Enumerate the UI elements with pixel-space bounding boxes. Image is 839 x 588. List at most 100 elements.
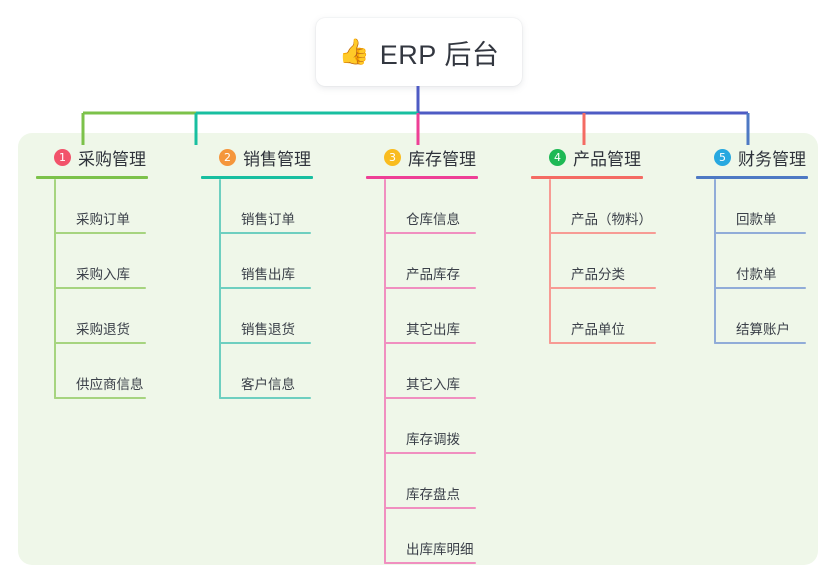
- leaf-item-label: 出库库明细: [406, 542, 474, 557]
- column-title-label: 产品管理: [573, 149, 641, 169]
- leaf-item-label: 供应商信息: [76, 377, 144, 392]
- leaf-item-label: 销售退货: [241, 322, 295, 337]
- leaf-item-rule: [219, 287, 311, 289]
- column-spine: [549, 179, 551, 344]
- mindmap-leaf-item[interactable]: 回款单: [714, 179, 808, 234]
- mindmap-leaf-item[interactable]: 产品分类: [549, 234, 656, 289]
- column-title-label: 销售管理: [243, 149, 311, 169]
- leaf-item-rule: [219, 342, 311, 344]
- leaf-item-rule: [549, 287, 656, 289]
- column-header-rule: [531, 176, 643, 179]
- mindmap-leaf-item[interactable]: 销售出库: [219, 234, 313, 289]
- leaf-item-rule: [54, 287, 146, 289]
- leaf-item-label: 其它出库: [406, 322, 460, 337]
- leaf-item-label: 客户信息: [241, 377, 295, 392]
- column-items-2: 销售订单销售出库销售退货客户信息: [219, 179, 313, 399]
- column-header-3[interactable]: 3 库存管理: [366, 145, 478, 169]
- leaf-item-rule: [384, 452, 476, 454]
- leaf-item-label: 产品（物料）: [571, 212, 652, 227]
- leaf-item-label: 库存调拨: [406, 432, 460, 447]
- mindmap-leaf-item[interactable]: 库存调拨: [384, 399, 478, 454]
- column-title-label: 财务管理: [738, 149, 806, 169]
- leaf-item-label: 销售出库: [241, 267, 295, 282]
- mindmap-leaf-item[interactable]: 出库库明细: [384, 509, 478, 564]
- root-node-label: ERP 后台: [379, 39, 500, 70]
- leaf-item-label: 付款单: [736, 267, 777, 282]
- mindmap-leaf-item[interactable]: 结算账户: [714, 289, 808, 344]
- leaf-item-rule: [714, 232, 806, 234]
- mindmap-leaf-item[interactable]: 采购订单: [54, 179, 148, 234]
- column-header-rule: [201, 176, 313, 179]
- column-header-1[interactable]: 1 采购管理: [36, 145, 148, 169]
- leaf-item-label: 采购退货: [76, 322, 130, 337]
- mindmap-leaf-item[interactable]: 供应商信息: [54, 344, 148, 399]
- column-header-5[interactable]: 5 财务管理: [696, 145, 808, 169]
- mindmap-leaf-item[interactable]: 产品（物料）: [549, 179, 656, 234]
- leaf-item-label: 其它入库: [406, 377, 460, 392]
- leaf-item-rule: [384, 232, 476, 234]
- mindmap-leaf-item[interactable]: 采购退货: [54, 289, 148, 344]
- leaf-item-label: 产品分类: [571, 267, 625, 282]
- mindmap-leaf-item[interactable]: 客户信息: [219, 344, 313, 399]
- leaf-item-rule: [384, 562, 476, 564]
- mindmap-leaf-item[interactable]: 库存盘点: [384, 454, 478, 509]
- leaf-item-label: 采购订单: [76, 212, 130, 227]
- mindmap-column-1: 1 采购管理采购订单采购入库采购退货供应商信息: [36, 145, 148, 399]
- leaf-item-rule: [549, 232, 656, 234]
- leaf-item-label: 产品库存: [406, 267, 460, 282]
- column-spine: [384, 179, 386, 564]
- leaf-item-rule: [384, 507, 476, 509]
- mindmap-leaf-item[interactable]: 产品库存: [384, 234, 478, 289]
- mindmap-column-3: 3 库存管理仓库信息产品库存其它出库其它入库库存调拨库存盘点出库库明细: [366, 145, 478, 564]
- column-items-1: 采购订单采购入库采购退货供应商信息: [54, 179, 148, 399]
- column-index-badge: 5: [714, 148, 731, 166]
- column-items-4: 产品（物料） 产品分类产品单位: [549, 179, 656, 344]
- column-header-2[interactable]: 2 销售管理: [201, 145, 313, 169]
- leaf-item-label: 采购入库: [76, 267, 130, 282]
- mindmap-leaf-item[interactable]: 其它入库: [384, 344, 478, 399]
- column-title-label: 库存管理: [408, 149, 476, 169]
- leaf-item-rule: [549, 342, 656, 344]
- mindmap-leaf-item[interactable]: 其它出库: [384, 289, 478, 344]
- thumbs-up-icon: 👍: [338, 37, 370, 66]
- leaf-item-rule: [54, 232, 146, 234]
- diagram-background-panel: [18, 133, 818, 565]
- leaf-item-label: 回款单: [736, 212, 777, 227]
- mindmap-leaf-item[interactable]: 仓库信息: [384, 179, 478, 234]
- mindmap-leaf-item[interactable]: 产品单位: [549, 289, 656, 344]
- leaf-item-label: 库存盘点: [406, 487, 460, 502]
- leaf-item-label: 仓库信息: [406, 212, 460, 227]
- leaf-item-rule: [219, 397, 311, 399]
- root-node-erp-backend[interactable]: 👍 ERP 后台: [316, 18, 522, 86]
- leaf-item-rule: [54, 342, 146, 344]
- leaf-item-rule: [384, 287, 476, 289]
- column-index-badge: 1: [54, 148, 71, 166]
- column-header-rule: [366, 176, 478, 179]
- mindmap-leaf-item[interactable]: 采购入库: [54, 234, 148, 289]
- mindmap-column-2: 2 销售管理销售订单销售出库销售退货客户信息: [201, 145, 313, 399]
- column-items-3: 仓库信息产品库存其它出库其它入库库存调拨库存盘点出库库明细: [384, 179, 478, 564]
- leaf-item-rule: [714, 287, 806, 289]
- column-title-label: 采购管理: [78, 149, 146, 169]
- column-index-badge: 2: [219, 148, 236, 166]
- leaf-item-label: 产品单位: [571, 322, 625, 337]
- mindmap-leaf-item[interactable]: 销售退货: [219, 289, 313, 344]
- leaf-item-label: 销售订单: [241, 212, 295, 227]
- leaf-item-rule: [714, 342, 806, 344]
- leaf-item-rule: [384, 397, 476, 399]
- column-header-rule: [696, 176, 808, 179]
- leaf-item-rule: [384, 342, 476, 344]
- leaf-item-rule: [219, 232, 311, 234]
- mindmap-leaf-item[interactable]: 销售订单: [219, 179, 313, 234]
- mindmap-column-5: 5 财务管理回款单付款单结算账户: [696, 145, 808, 344]
- leaf-item-label: 结算账户: [736, 322, 790, 337]
- mindmap-leaf-item[interactable]: 付款单: [714, 234, 808, 289]
- column-spine: [54, 179, 56, 399]
- column-items-5: 回款单付款单结算账户: [714, 179, 808, 344]
- column-spine: [714, 179, 716, 344]
- column-header-rule: [36, 176, 148, 179]
- column-index-badge: 3: [384, 148, 401, 166]
